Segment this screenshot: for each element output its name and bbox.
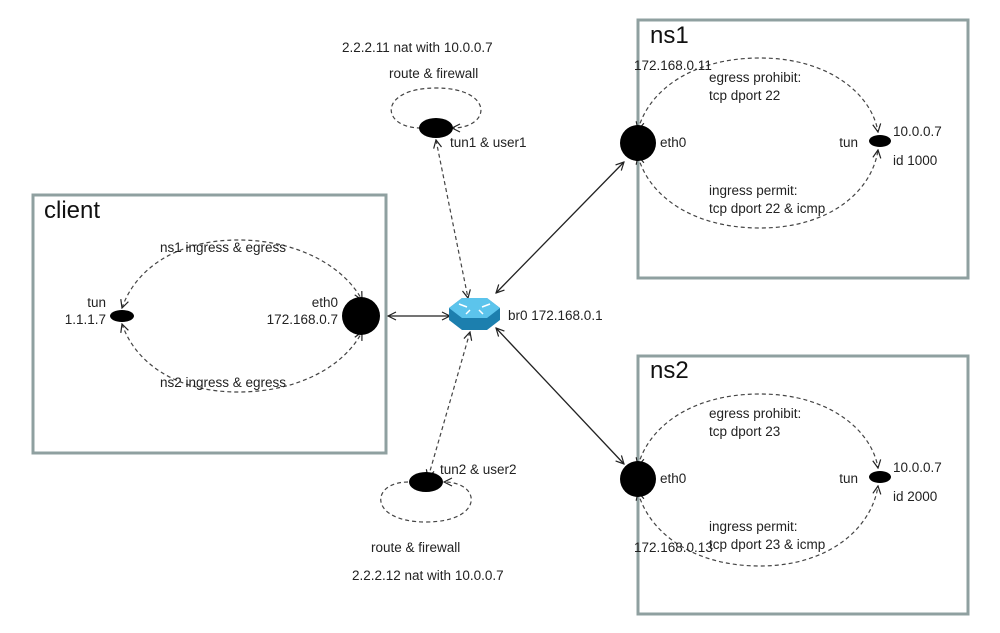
ns1-loop-top: [638, 57, 878, 132]
ns1-tun-id: id 1000: [893, 153, 937, 168]
ns2-box: [636, 354, 970, 616]
ns2-loop-top: [638, 393, 878, 468]
ns1-tun-ip: 10.0.0.7: [893, 124, 942, 139]
br0-label: br0 172.168.0.1: [508, 308, 603, 323]
ns1-eth0-label: eth0: [660, 135, 686, 150]
ns2-eth0-ip: 172.168.0.13: [634, 540, 713, 555]
tun1-nat-label: 2.2.2.11 nat with 10.0.0.7: [342, 40, 493, 55]
router-icon: [449, 298, 500, 330]
client-tun-label: tun: [87, 295, 106, 310]
client-tun-ip: 1.1.1.7: [65, 312, 106, 327]
tun1-name-label: tun1 & user1: [450, 135, 527, 150]
ns2-eth0-node: [620, 461, 656, 497]
ns1-title: ns1: [650, 22, 689, 49]
tun1-loop: [390, 87, 482, 128]
ns2-loop-bottom: [638, 486, 878, 567]
link-br0-ns1: [496, 162, 624, 293]
ns1-ingress-line1: ingress permit:: [709, 183, 798, 198]
ns1-tun-node: [869, 135, 891, 147]
tun2-node: [409, 472, 443, 492]
client-loop-bottom: [122, 324, 362, 393]
tun1-route-label: route & firewall: [389, 66, 478, 81]
client-loop-top-label: ns1 ingress & egress: [160, 240, 286, 255]
ns1-egress-line1: egress prohibit:: [709, 70, 801, 85]
link-tun1-br0: [436, 140, 468, 298]
ns2-ingress-line2: tcp dport 23 & icmp: [709, 537, 825, 552]
ns2-tun-node: [869, 471, 891, 483]
ns1-eth0-ip: 172.168.0.11: [634, 58, 712, 73]
tun2-nat-label: 2.2.2.12 nat with 10.0.0.7: [352, 568, 504, 583]
ns1-loop-bottom: [638, 150, 878, 229]
ns2-egress-line1: egress prohibit:: [709, 406, 801, 421]
tun1-node: [419, 118, 453, 138]
client-title: client: [44, 197, 100, 224]
tun2-name-label: tun2 & user2: [440, 462, 517, 477]
ns2-ingress-line1: ingress permit:: [709, 519, 798, 534]
ns2-title: ns2: [650, 357, 689, 384]
ns1-tun-label: tun: [839, 135, 858, 150]
ns1-ingress-line2: tcp dport 22 & icmp: [709, 201, 825, 216]
client-tun-node: [110, 310, 134, 322]
client-eth0-node: [342, 297, 380, 335]
ns1-eth0-node: [620, 125, 656, 161]
tun2-route-label: route & firewall: [371, 540, 460, 555]
client-eth0-label: eth0: [312, 295, 338, 310]
client-loop-bottom-label: ns2 ingress & egress: [160, 375, 286, 390]
tun2-loop: [380, 482, 472, 523]
ns2-egress-line2: tcp dport 23: [709, 424, 780, 439]
client-eth0-ip: 172.168.0.7: [267, 312, 338, 327]
link-br0-tun2: [428, 332, 470, 478]
ns2-tun-label: tun: [839, 471, 858, 486]
link-br0-ns2: [496, 328, 624, 464]
ns2-eth0-label: eth0: [660, 471, 686, 486]
ns1-egress-line2: tcp dport 22: [709, 88, 780, 103]
client-loop-top: [122, 239, 362, 308]
ns2-tun-id: id 2000: [893, 489, 937, 504]
ns2-tun-ip: 10.0.0.7: [893, 460, 942, 475]
